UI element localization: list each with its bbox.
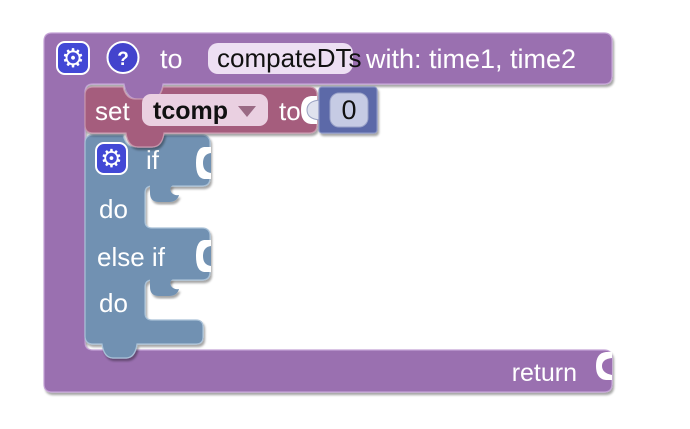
else-if-socket-tab [203, 246, 211, 266]
set-to-label: to [279, 96, 301, 126]
else-if-label: else if [97, 242, 166, 272]
chevron-down-icon [238, 106, 256, 117]
number-block[interactable]: 0 [306, 86, 378, 134]
procedure-help-button[interactable]: ? [106, 41, 140, 74]
else-if-condition-socket[interactable] [196, 240, 211, 272]
set-label: set [95, 96, 130, 126]
number-block-plug [306, 99, 321, 121]
return-socket-tab [602, 358, 612, 375]
number-value-field[interactable]: 0 [329, 92, 369, 128]
procedure-mutator-button[interactable]: ⚙ [56, 41, 90, 75]
procedure-name-text: compateDTs [217, 43, 362, 73]
do-statement-notch[interactable] [150, 185, 179, 202]
number-value-text: 0 [341, 95, 356, 125]
do2-statement-notch[interactable] [150, 279, 179, 296]
gear-icon: ⚙ [100, 145, 122, 173]
variable-dropdown[interactable]: tcomp [142, 94, 268, 126]
help-icon: ? [117, 49, 129, 70]
if-block-body[interactable] [84, 134, 211, 359]
procedure-to-label: to [160, 44, 183, 74]
if-mutator-button[interactable]: ⚙ [95, 142, 128, 175]
procedure-block[interactable]: ⚙ ? to compateDTs with: time1, time2 ret… [43, 32, 613, 393]
variable-dropdown-text: tcomp [153, 97, 228, 125]
procedure-name-field[interactable]: compateDTs [208, 43, 362, 74]
gear-icon: ⚙ [61, 43, 84, 73]
if-condition-socket[interactable] [196, 147, 211, 179]
set-variable-block[interactable]: set tcomp to [84, 86, 318, 148]
return-value-socket[interactable] [596, 352, 612, 380]
do-label: do [99, 194, 128, 224]
procedure-params-label: with: time1, time2 [365, 44, 576, 74]
procedure-return-label: return [512, 359, 577, 387]
if-block[interactable]: ⚙ if do else if do [84, 134, 211, 359]
if-socket-tab [203, 153, 211, 173]
if-label: if [146, 145, 160, 175]
do2-label: do [99, 288, 128, 318]
